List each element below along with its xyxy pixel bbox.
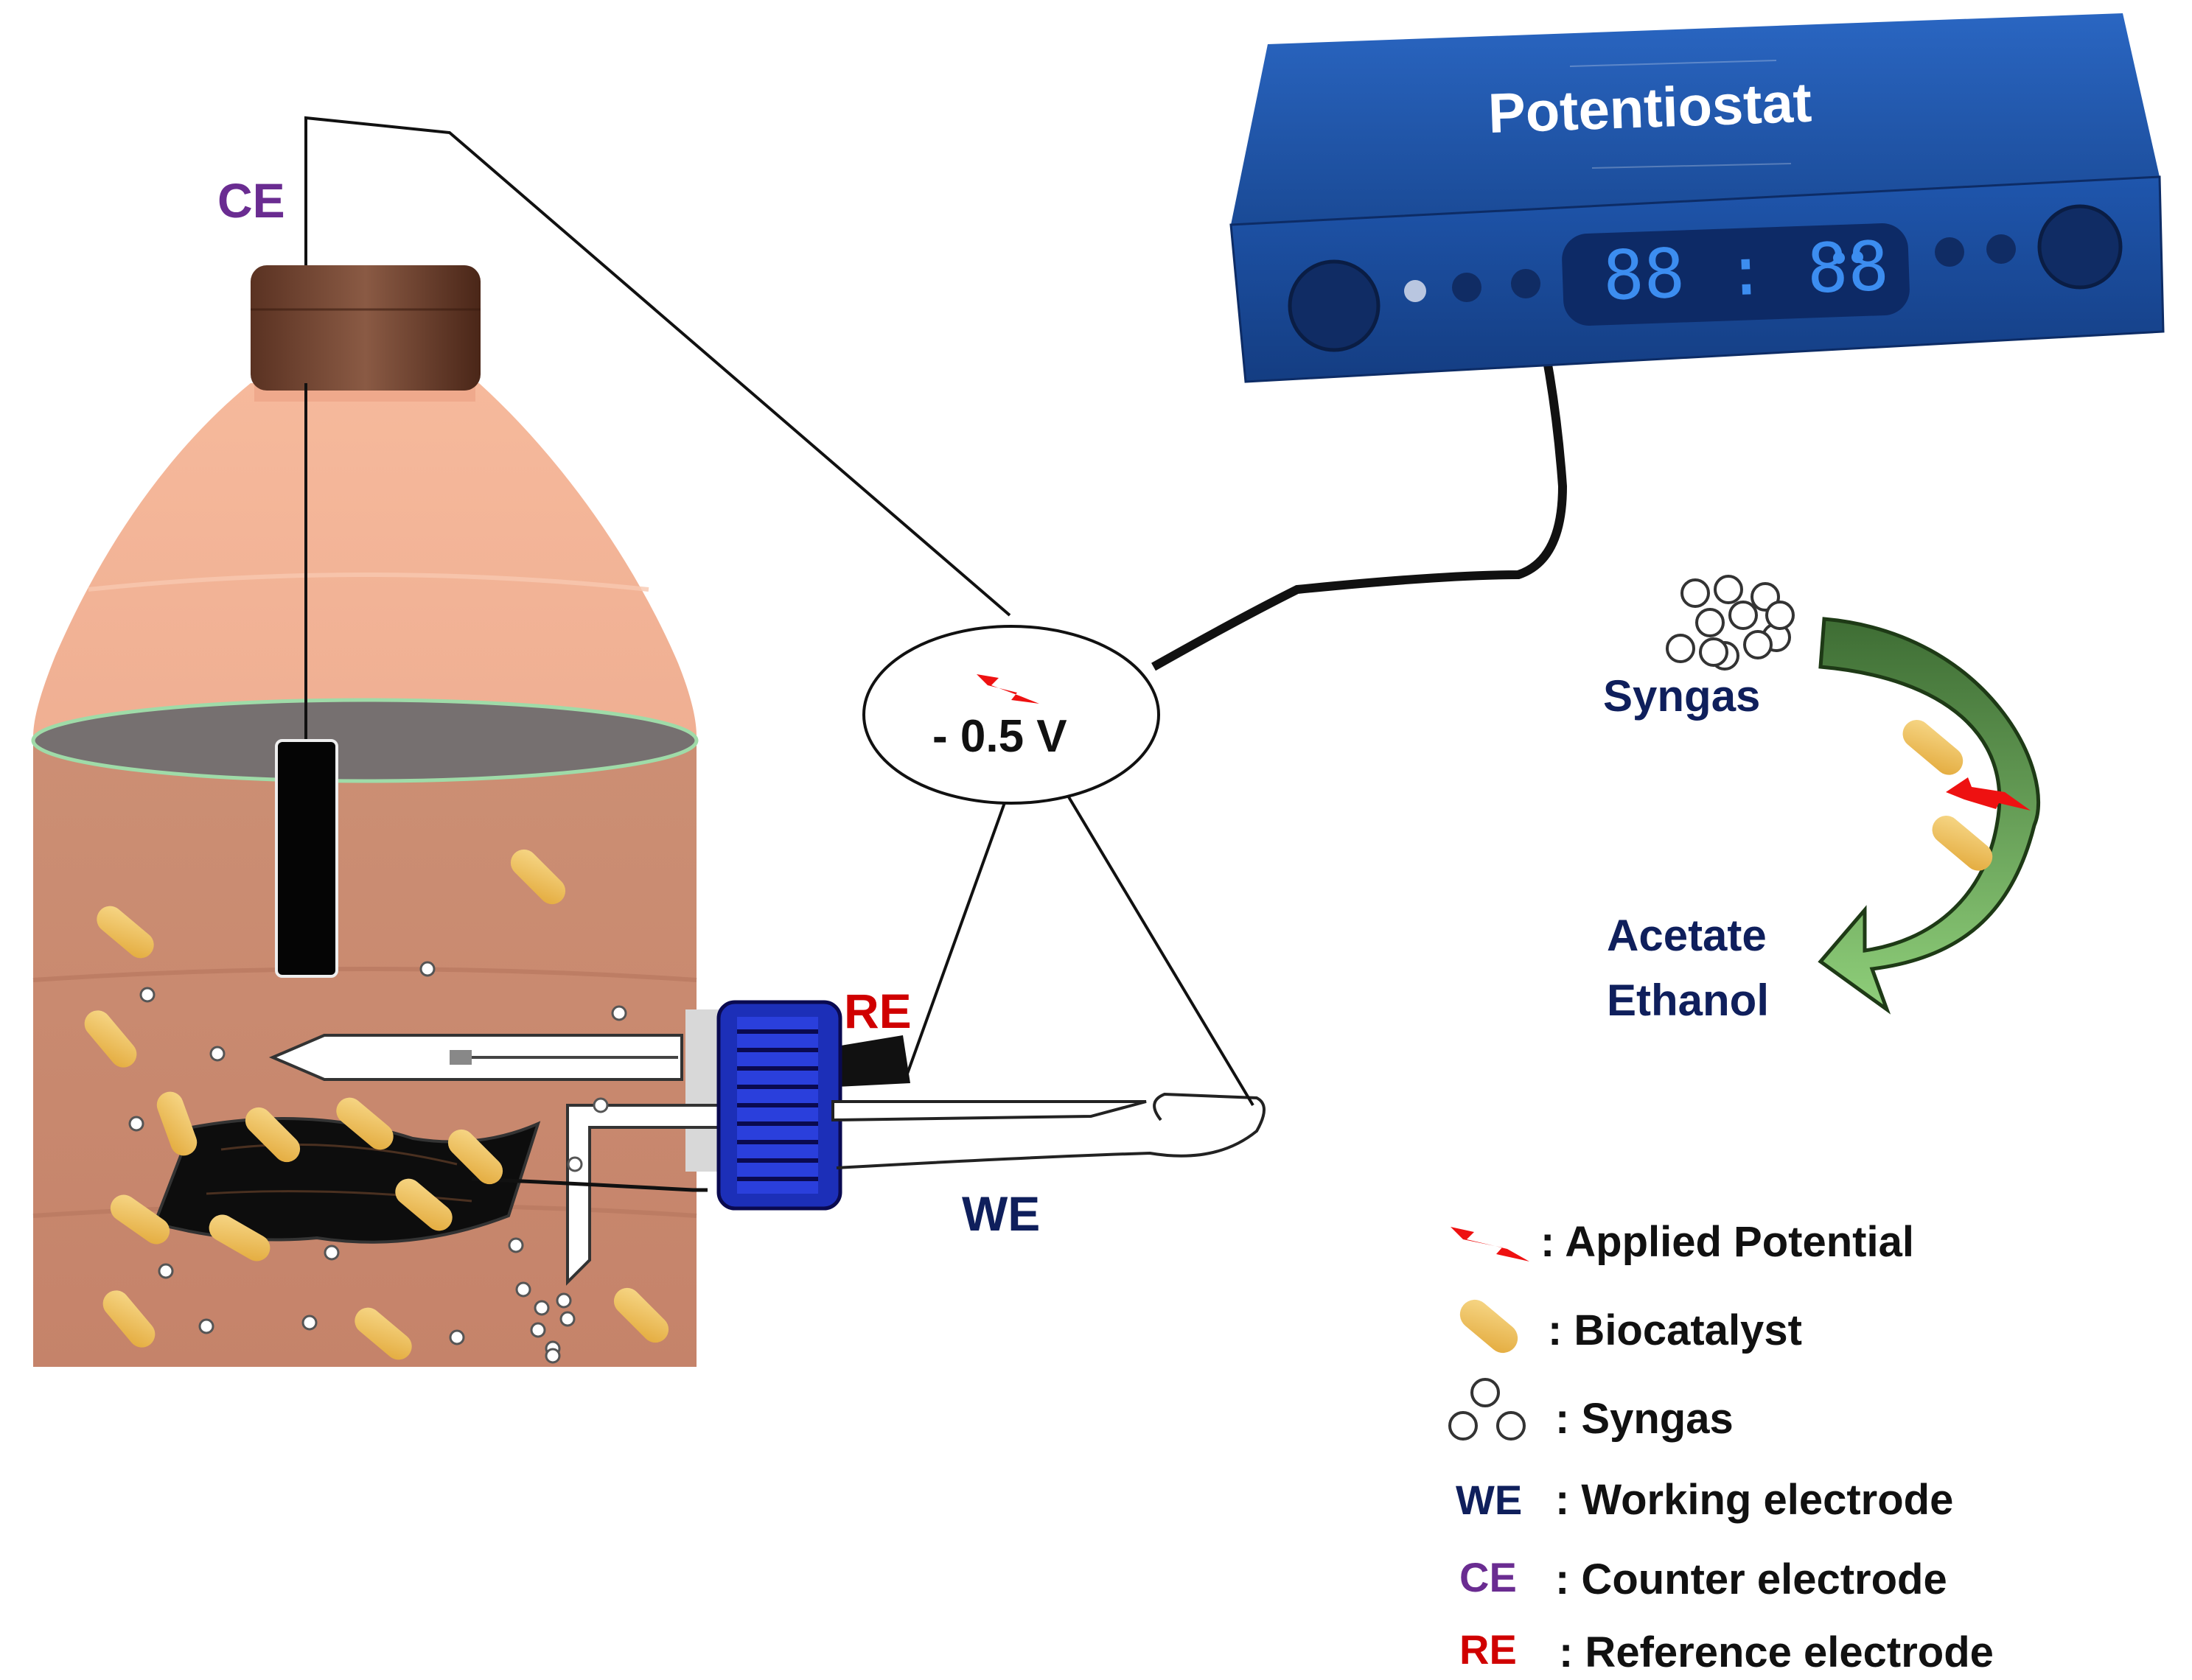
- lightning-icon: [977, 674, 1039, 704]
- counter-electrode-rod: [275, 739, 338, 978]
- potentiostat-label: Potentiostat: [1487, 71, 1813, 145]
- bacterium-icon: [613, 1287, 669, 1343]
- left-knob: [1288, 259, 1381, 352]
- lightning-icon: [1946, 777, 2031, 811]
- cycle-output-acetate: Acetate: [1607, 911, 1767, 960]
- potentiostat-top: [1231, 13, 2160, 225]
- gas-bubble: [567, 1156, 583, 1172]
- gas-bubble: [593, 1097, 609, 1113]
- legend-row-applied-potential: : Applied Potential: [1451, 1218, 1914, 1266]
- ce-label: CE: [217, 173, 285, 228]
- legend-label: : Biocatalyst: [1548, 1306, 1802, 1354]
- reference-electrode: [268, 1034, 910, 1087]
- gas-bubble: [128, 1116, 144, 1132]
- legend-key-we: WE: [1456, 1477, 1522, 1523]
- voltage-node: - 0.5 V: [862, 625, 1160, 805]
- legend: : Applied Potential : Biocatalyst : Syng…: [1448, 1218, 1994, 1676]
- liquid-surface: [31, 698, 699, 783]
- gas-bubble: [545, 1348, 561, 1364]
- legend-row-biocatalyst: : Biocatalyst: [1459, 1299, 1802, 1354]
- gas-bubble: [139, 987, 156, 1003]
- bacterium-icon: [84, 1010, 137, 1068]
- gas-bubble: [611, 1005, 627, 1021]
- bacterium-icon: [245, 1107, 301, 1163]
- legend-key-re: RE: [1459, 1626, 1517, 1673]
- legend-label: : Reference electrode: [1559, 1628, 1994, 1676]
- re-label: RE: [844, 984, 912, 1038]
- bottle-shoulder: [33, 383, 697, 737]
- display-readout: 88 : 88: [1602, 227, 1890, 315]
- bacterium-icon: [156, 1091, 198, 1156]
- gas-bubble: [324, 1245, 340, 1261]
- right-knob: [2037, 204, 2123, 290]
- cycle-input-label: Syngas: [1603, 671, 1760, 721]
- gas-bubble: [515, 1281, 531, 1298]
- bacterium-icon: [336, 1097, 394, 1150]
- gas-bubble: [534, 1300, 550, 1316]
- legend-label: : Syngas: [1555, 1395, 1734, 1443]
- counter-electrode: [275, 116, 1011, 978]
- cycle-output-ethanol: Ethanol: [1607, 976, 1769, 1025]
- conversion-cycle: Syngas Acetate Ethanol: [1603, 575, 2041, 1025]
- bacterium-icon: [395, 1178, 453, 1231]
- gas-bubble: [209, 1046, 226, 1062]
- gas-bubble: [198, 1318, 214, 1334]
- bacterium-icon: [510, 849, 566, 905]
- gas-bubbles-icon: [1448, 1378, 1526, 1441]
- gas-bubble: [301, 1315, 318, 1331]
- gas-bubble: [449, 1329, 465, 1345]
- legend-label: : Counter electrode: [1555, 1555, 1947, 1603]
- legend-row-working-electrode: WE : Working electrode: [1456, 1476, 1953, 1524]
- gas-bubble: [556, 1292, 572, 1309]
- legend-row-syngas: : Syngas: [1448, 1378, 1734, 1443]
- curved-arrow: [1818, 617, 2041, 1015]
- circuit-wires: [905, 783, 1254, 1107]
- bacterium-icon: [102, 1290, 156, 1348]
- potentiostat-display: [1562, 223, 1910, 326]
- bacterium-icon: [97, 906, 154, 959]
- gas-bubble: [559, 1311, 576, 1327]
- side-port-cap: [716, 1000, 842, 1211]
- cycle-biocatalyst: [1902, 720, 2031, 871]
- bacterium-icon: [1459, 1299, 1518, 1354]
- gas-bubble: [530, 1322, 546, 1338]
- bacterium-icon: [355, 1307, 412, 1360]
- lightning-icon: [1451, 1227, 1529, 1261]
- potentiostat-device: Potentiostat 88 : 88: [1229, 13, 2165, 383]
- gas-bubble: [419, 961, 436, 977]
- potentiostat-cable: [1151, 293, 1568, 671]
- bottle-contents: [84, 849, 669, 1364]
- we-label: WE: [962, 1186, 1040, 1241]
- bottle-cap: [251, 265, 481, 391]
- gas-bubble: [508, 1237, 524, 1253]
- legend-row-counter-electrode: CE : Counter electrode: [1459, 1554, 1947, 1603]
- legend-label: : Working electrode: [1555, 1476, 1953, 1524]
- working-electrode-lead: [831, 1100, 1147, 1122]
- legend-key-ce: CE: [1459, 1554, 1517, 1600]
- legend-row-reference-electrode: RE : Reference electrode: [1459, 1626, 1994, 1676]
- gas-bubble: [158, 1263, 174, 1279]
- voltage-value: - 0.5 V: [932, 711, 1067, 762]
- syngas-bubbles: [1666, 575, 1795, 671]
- bacterium-icon: [447, 1129, 503, 1185]
- bacterium-icon: [209, 1214, 270, 1261]
- legend-label: : Applied Potential: [1540, 1218, 1914, 1266]
- bacterium-icon: [110, 1194, 170, 1245]
